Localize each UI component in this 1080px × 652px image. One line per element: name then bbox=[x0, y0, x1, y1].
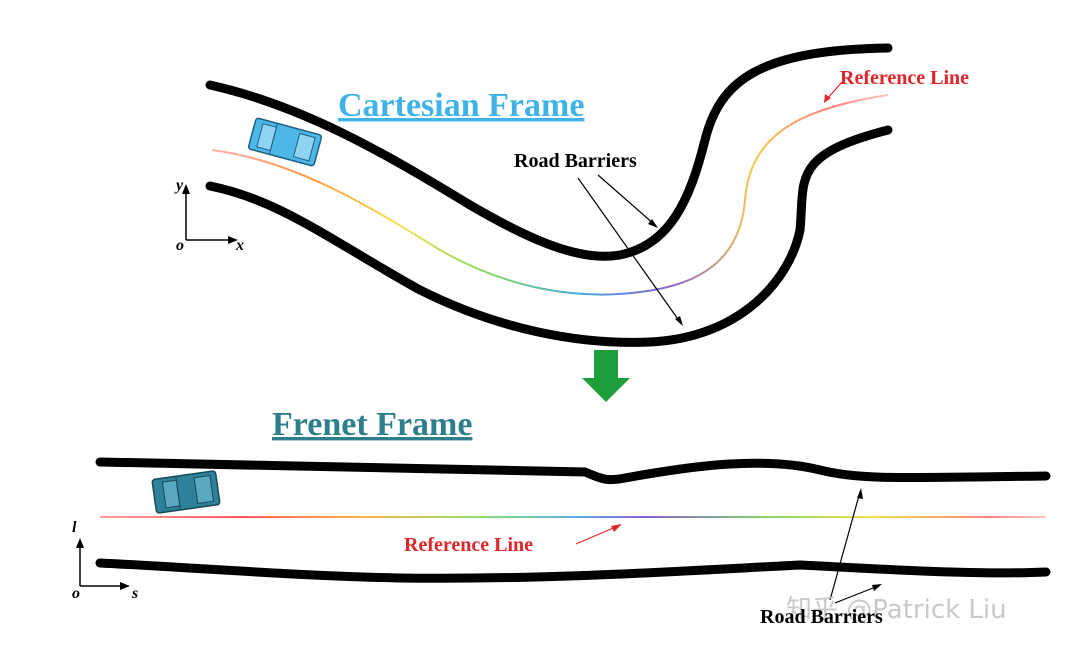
cartesian-axis-origin-label: o bbox=[176, 237, 184, 254]
frenet-axis-l-label: l bbox=[72, 519, 77, 536]
cartesian-reference-arrowhead bbox=[824, 94, 831, 103]
cartesian-barrier-label: Road Barriers bbox=[514, 150, 637, 172]
frenet-barrier-pointer-lower bbox=[834, 585, 879, 604]
frenet-upper-barrier bbox=[95, 457, 1051, 485]
barrier-arrowhead-lower bbox=[675, 316, 683, 326]
frenet-axis-origin-label: o bbox=[72, 585, 80, 602]
barrier-arrowhead-upper bbox=[648, 219, 658, 228]
cartesian-reference-line bbox=[211, 94, 889, 296]
frenet-barrier-pointer-upper bbox=[829, 491, 861, 601]
cartesian-axis-y-label: y bbox=[174, 177, 184, 194]
transform-arrow-icon bbox=[582, 350, 630, 402]
cartesian-reference-label: Reference Line bbox=[840, 67, 969, 89]
cartesian-axis-x-label: x bbox=[235, 237, 244, 254]
frenet-axis-s-label: s bbox=[131, 585, 138, 602]
barrier-pointer-upper bbox=[597, 174, 656, 226]
car-cartesian-icon bbox=[247, 117, 323, 167]
cartesian-axes: y x o bbox=[174, 177, 244, 254]
cartesian-upper-barrier bbox=[205, 43, 893, 261]
frenet-barrier-arrowhead-lower bbox=[872, 584, 882, 591]
frenet-reference-label: Reference Line bbox=[404, 534, 533, 556]
watermark: 知乎 @Patrick Liu bbox=[786, 595, 1007, 625]
barrier-pointer-lower bbox=[577, 177, 681, 323]
frenet-barrier-arrowhead-upper bbox=[857, 488, 863, 499]
cartesian-title: Cartesian Frame bbox=[338, 87, 584, 124]
frenet-title: Frenet Frame bbox=[272, 406, 472, 443]
frenet-reference-pointer bbox=[575, 525, 619, 545]
frenet-reference-arrowhead bbox=[611, 524, 622, 532]
car-frenet-icon bbox=[151, 470, 221, 514]
frenet-lower-barrier bbox=[95, 558, 1051, 583]
frenet-axes: l s o bbox=[72, 519, 138, 602]
cartesian-lower-barrier bbox=[205, 125, 893, 347]
frenet-barrier-label: Road Barriers bbox=[760, 606, 883, 628]
